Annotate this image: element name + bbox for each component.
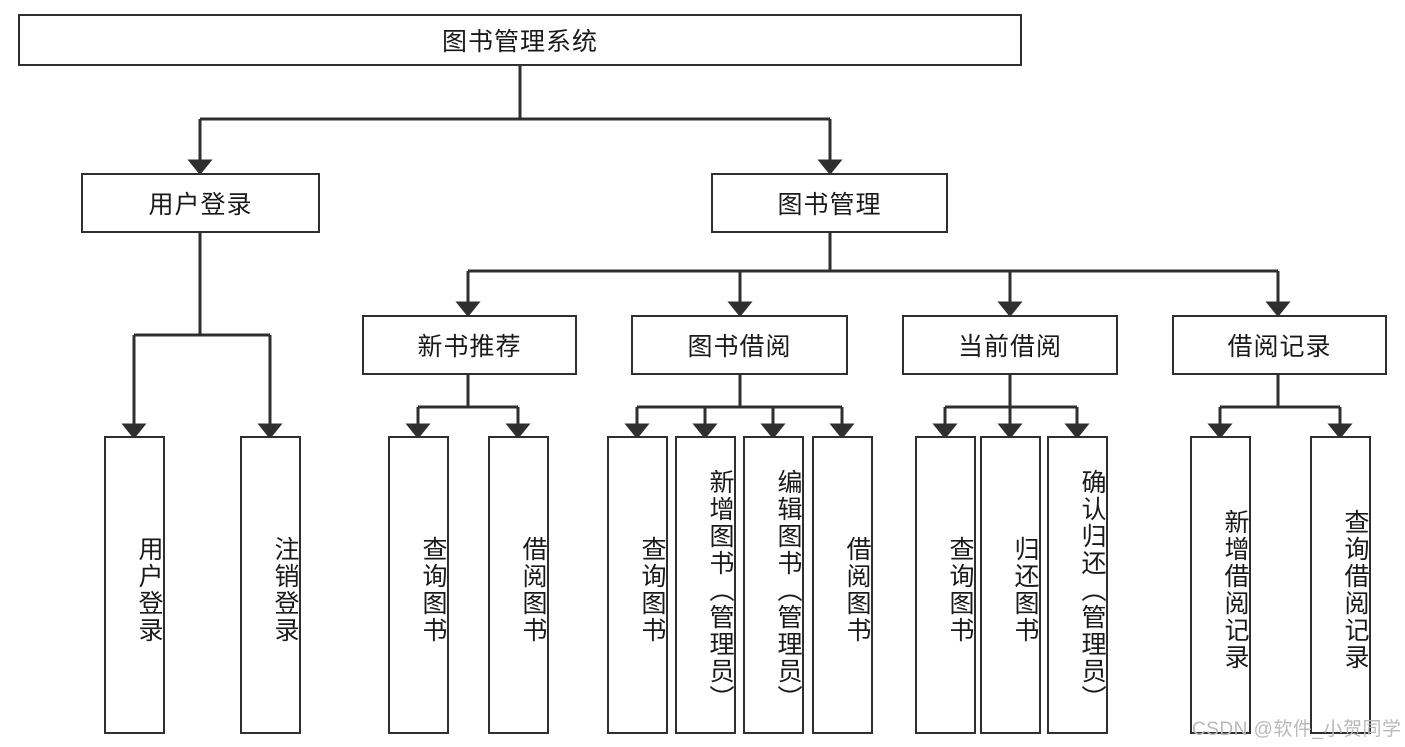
node-borrow-record-label: 借阅记录 [1227,333,1332,361]
leaf-user-login-label: 用户登录 [135,536,163,644]
leaf-logout[interactable]: 注销登录 [240,436,301,734]
node-root[interactable]: 图书管理系统 [18,14,1022,66]
node-new-book-recommend[interactable]: 新书推荐 [362,315,577,375]
node-user-login[interactable]: 用户登录 [81,173,320,233]
leaf-borrow-edit-book[interactable]: 编辑图书（管理员） [743,436,804,734]
leaf-newbook-query-book[interactable]: 查询图书 [388,436,449,734]
leaf-current-confirm-return[interactable]: 确认归还（管理员） [1047,436,1108,734]
leaf-current-return-book[interactable]: 归还图书 [980,436,1041,734]
leaf-borrow-add-book[interactable]: 新增图书（管理员） [675,436,736,734]
node-book-management[interactable]: 图书管理 [711,173,948,233]
node-book-borrow[interactable]: 图书借阅 [631,315,848,375]
node-book-management-label: 图书管理 [777,191,882,219]
node-root-label: 图书管理系统 [441,28,598,56]
leaf-newbook-query-book-label: 查询图书 [419,536,447,644]
leaf-newbook-borrow-book[interactable]: 借阅图书 [488,436,549,734]
leaf-record-add-label: 新增借阅记录 [1221,509,1249,671]
leaf-user-login[interactable]: 用户登录 [104,436,165,734]
leaf-record-query-label: 查询借阅记录 [1341,509,1369,671]
leaf-current-return-book-label: 归还图书 [1011,536,1039,644]
leaf-borrow-edit-book-label: 编辑图书（管理员） [774,468,802,712]
leaf-borrow-add-book-label: 新增图书（管理员） [706,468,734,712]
leaf-logout-label: 注销登录 [271,536,299,644]
leaf-current-confirm-return-label: 确认归还（管理员） [1078,468,1106,712]
node-current-borrow[interactable]: 当前借阅 [902,315,1118,375]
leaf-borrow-borrow-book-label: 借阅图书 [843,536,871,644]
node-borrow-record[interactable]: 借阅记录 [1172,315,1387,375]
node-new-book-recommend-label: 新书推荐 [417,333,522,361]
leaf-borrow-query-book-label: 查询图书 [638,536,666,644]
leaf-current-query-book-label: 查询图书 [946,536,974,644]
leaf-current-query-book[interactable]: 查询图书 [915,436,976,734]
node-book-borrow-label: 图书借阅 [687,333,792,361]
csdn-watermark: CSDN @软件_小贺同学 [1192,719,1402,740]
leaf-newbook-borrow-book-label: 借阅图书 [519,536,547,644]
leaf-record-add[interactable]: 新增借阅记录 [1190,436,1251,734]
leaf-borrow-borrow-book[interactable]: 借阅图书 [812,436,873,734]
node-current-borrow-label: 当前借阅 [957,333,1062,361]
leaf-borrow-query-book[interactable]: 查询图书 [607,436,668,734]
node-user-login-label: 用户登录 [148,191,253,219]
leaf-record-query[interactable]: 查询借阅记录 [1310,436,1371,734]
